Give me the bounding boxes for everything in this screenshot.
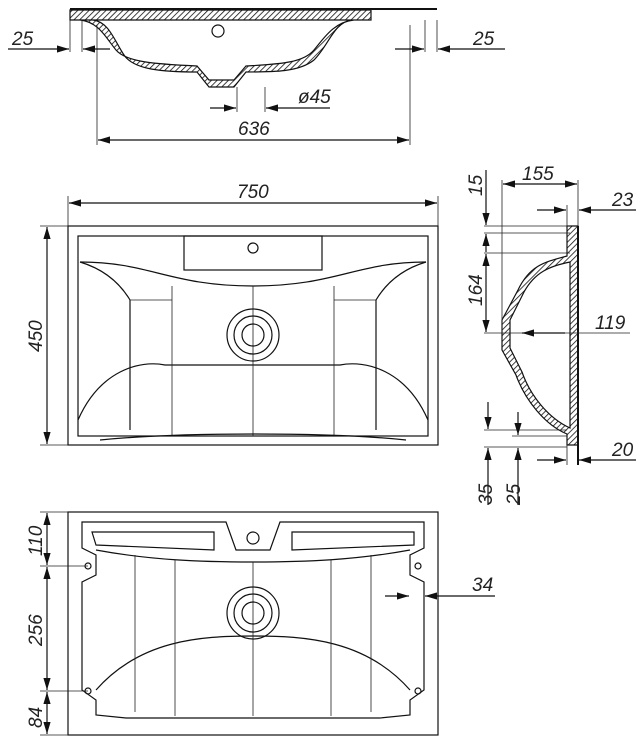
dim-mount-inset: 34 (472, 575, 493, 596)
dim-bottom-offset-1: 35 (476, 483, 497, 505)
dim-drain-diameter: ø45 (298, 87, 331, 108)
dim-flange-left: 25 (11, 29, 34, 50)
dim-mount-top: 110 (26, 525, 47, 556)
bottom-view: 110 256 84 34 (26, 511, 495, 736)
section-view: 25 25 ø45 636 (8, 8, 505, 145)
dim-bottom-thickness: 20 (611, 440, 634, 461)
mount-hole-icon (414, 687, 422, 695)
dim-side-depth: 155 (522, 164, 554, 185)
dim-rim-thickness: 23 (611, 190, 634, 211)
dim-mount-spacing: 256 (26, 614, 47, 647)
side-view: 15 164 155 23 119 35 25 20 (466, 164, 636, 506)
mount-hole-icon (414, 562, 422, 570)
dim-drain-offset: 119 (595, 313, 626, 334)
dim-mount-bottom: 84 (26, 707, 47, 728)
drain-icon (226, 586, 280, 640)
dim-top-offset: 15 (466, 174, 487, 196)
dim-bottom-offset-2: 25 (504, 483, 525, 506)
dim-flange-right: 25 (472, 29, 495, 50)
dim-inner-width: 636 (238, 119, 270, 140)
dim-width: 750 (237, 182, 269, 203)
plan-view: 750 450 (26, 182, 439, 446)
dim-bowl-height: 164 (466, 274, 487, 306)
drain-icon (226, 308, 280, 362)
overflow-hole-icon (211, 24, 225, 38)
dim-depth: 450 (26, 320, 47, 352)
basin-section-profile (69, 9, 372, 88)
